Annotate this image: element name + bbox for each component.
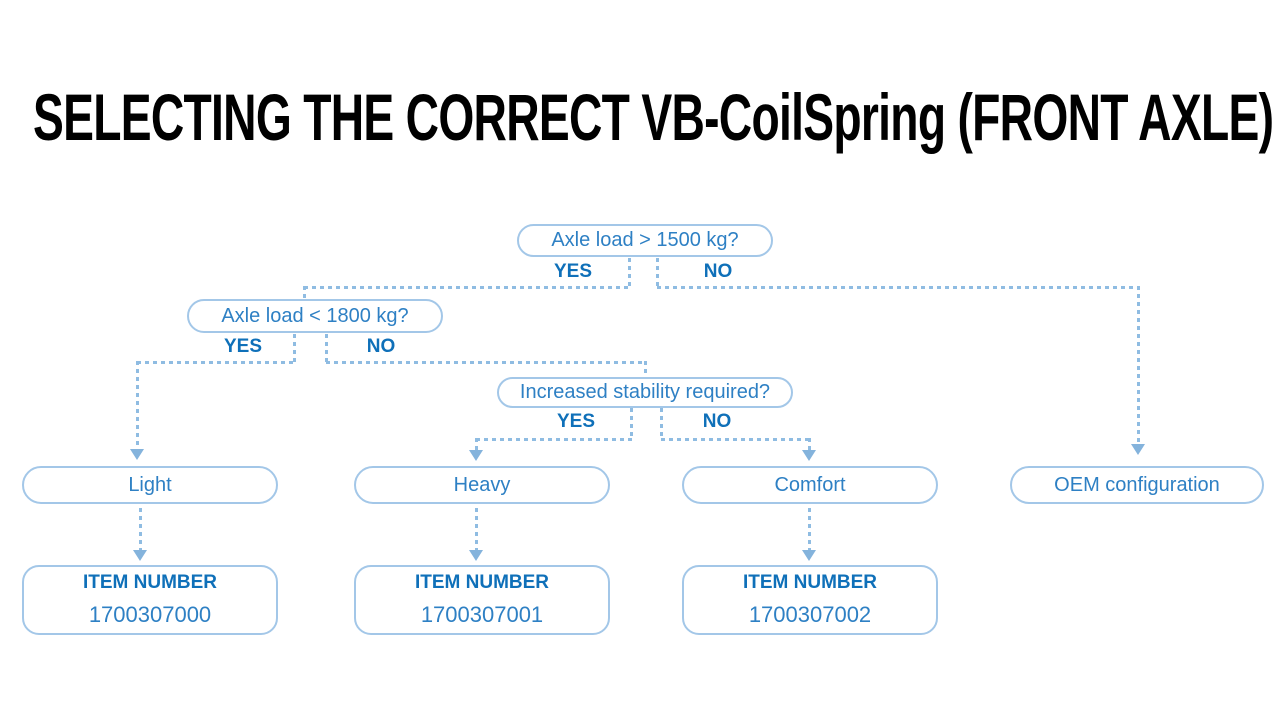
decision-axle-load-1800: Axle load < 1800 kg? (187, 299, 443, 333)
item-number-box-comfort: ITEM NUMBER 1700307002 (682, 565, 938, 635)
connector-d2-yes-stub (293, 334, 296, 363)
connector-d2-no-horizontal (326, 361, 646, 364)
connector-d2-to-light (136, 361, 139, 449)
item-number-box-heavy: ITEM NUMBER 1700307001 (354, 565, 610, 635)
arrowhead-item-light (133, 550, 147, 561)
connector-d1-to-oem (1137, 286, 1140, 444)
connector-d2-yes-horizontal (137, 361, 295, 364)
page-title: SELECTING THE CORRECT VB-CoilSpring (FRO… (33, 80, 1274, 154)
decision1-yes-label: YES (553, 261, 593, 282)
connector-d1-no-stub (656, 258, 659, 288)
connector-d3-yes-horizontal (476, 438, 632, 441)
arrowhead-item-heavy (469, 550, 483, 561)
connector-heavy-to-item (475, 508, 478, 550)
connector-d1-to-d2 (303, 286, 306, 300)
outcome-oem-configuration: OEM configuration (1010, 466, 1264, 504)
outcome-heavy: Heavy (354, 466, 610, 504)
connector-light-to-item (139, 508, 142, 550)
arrowhead-item-comfort (802, 550, 816, 561)
connector-d3-no-horizontal (661, 438, 811, 441)
outcome-comfort: Comfort (682, 466, 938, 504)
connector-d3-to-heavy (475, 438, 478, 450)
item-number-heading: ITEM NUMBER (414, 572, 550, 593)
connector-d3-yes-stub (630, 408, 633, 440)
item-number-box-light: ITEM NUMBER 1700307000 (22, 565, 278, 635)
arrowhead-oem (1131, 444, 1145, 455)
item-number-value: 1700307002 (748, 602, 872, 627)
outcome-light: Light (22, 466, 278, 504)
decision2-yes-label: YES (223, 336, 263, 357)
arrowhead-light (130, 449, 144, 460)
item-number-value: 1700307001 (420, 602, 544, 627)
connector-d1-no-horizontal (657, 286, 1140, 289)
decision3-yes-label: YES (556, 411, 596, 432)
decision1-no-label: NO (703, 261, 733, 282)
connector-d2-to-d3 (644, 361, 647, 377)
connector-d1-yes-horizontal (304, 286, 630, 289)
connector-d3-no-stub (660, 408, 663, 440)
item-number-heading: ITEM NUMBER (82, 572, 218, 593)
connector-d2-no-stub (325, 334, 328, 363)
arrowhead-comfort (802, 450, 816, 461)
connector-comfort-to-item (808, 508, 811, 550)
item-number-heading: ITEM NUMBER (742, 572, 878, 593)
arrowhead-heavy (469, 450, 483, 461)
decision-axle-load-1500: Axle load > 1500 kg? (517, 224, 773, 257)
decision-increased-stability: Increased stability required? (497, 377, 793, 408)
decision3-no-label: NO (702, 411, 732, 432)
connector-d3-to-comfort (808, 438, 811, 450)
decision2-no-label: NO (366, 336, 396, 357)
connector-d1-yes-stub (628, 258, 631, 288)
item-number-value: 1700307000 (88, 602, 212, 627)
